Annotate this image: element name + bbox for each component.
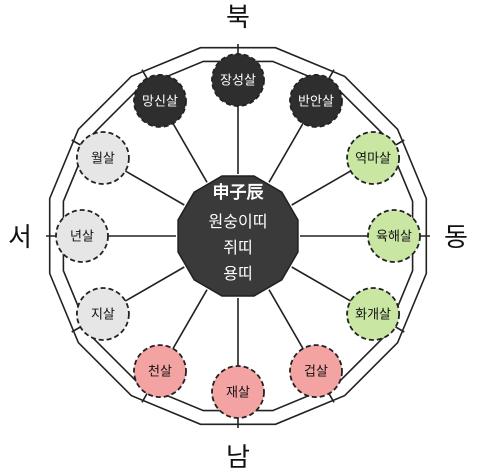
center-dodecagon: [177, 175, 299, 297]
sal-node: 월살: [76, 131, 130, 185]
sal-node-circle: [55, 209, 109, 263]
sal-node-label: 년살: [70, 230, 94, 245]
center-line-2: 쥐띠: [223, 238, 252, 257]
sal-node: 화개살: [346, 287, 401, 341]
sal-node: 반안살: [289, 74, 343, 128]
sal-node-label: 장성살: [220, 74, 256, 89]
sal-node-label: 망신살: [142, 94, 178, 109]
sal-node: 년살: [55, 209, 109, 263]
direction-south: 남: [226, 443, 250, 473]
center-line-3: 용띠: [223, 264, 252, 283]
sal-node: 재살: [211, 365, 265, 419]
sal-node-circle: [76, 287, 130, 341]
sal-node: 천살: [133, 344, 187, 399]
sal-node-label: 재살: [226, 386, 250, 401]
sal-node: 역마살: [346, 131, 401, 185]
direction-north: 북: [226, 3, 250, 33]
sal-node-label: 역마살: [355, 152, 391, 167]
sal-node-circle: [133, 74, 187, 128]
sal-node: 장성살: [211, 53, 265, 107]
center-title: 申子辰: [213, 182, 265, 203]
sal-node-label: 겁살: [304, 365, 328, 380]
sal-node-label: 월살: [91, 152, 115, 167]
sal-node: 겁살: [289, 344, 343, 399]
sal-node-circle: [211, 365, 265, 419]
sal-node-label: 육해살: [376, 230, 412, 245]
sal-node-circle: [76, 131, 130, 185]
sal-node-label: 반안살: [298, 94, 334, 109]
sal-node-circle: [133, 344, 187, 399]
sal-node-circle: [289, 74, 343, 128]
direction-east: 동: [444, 223, 468, 253]
sal-node-label: 지살: [91, 308, 115, 323]
sal-node-circle: [289, 344, 343, 399]
sal-node: 지살: [76, 287, 130, 341]
sal-node-circle: [346, 287, 401, 341]
sal-node-label: 화개살: [355, 308, 391, 323]
sal-node: 육해살: [367, 209, 421, 263]
sal-node-circle: [346, 131, 401, 185]
rim-inner: [62, 60, 414, 412]
sal-node-label: 천살: [148, 365, 172, 380]
sal-node: 망신살: [133, 74, 187, 128]
center-hub: 申子辰 원숭이띠 쥐띠 용띠: [177, 175, 299, 297]
sal-node-circle: [211, 53, 265, 107]
sal-node-circle: [367, 209, 421, 263]
direction-west: 서: [8, 223, 32, 253]
center-line-1: 원숭이띠: [209, 212, 268, 231]
